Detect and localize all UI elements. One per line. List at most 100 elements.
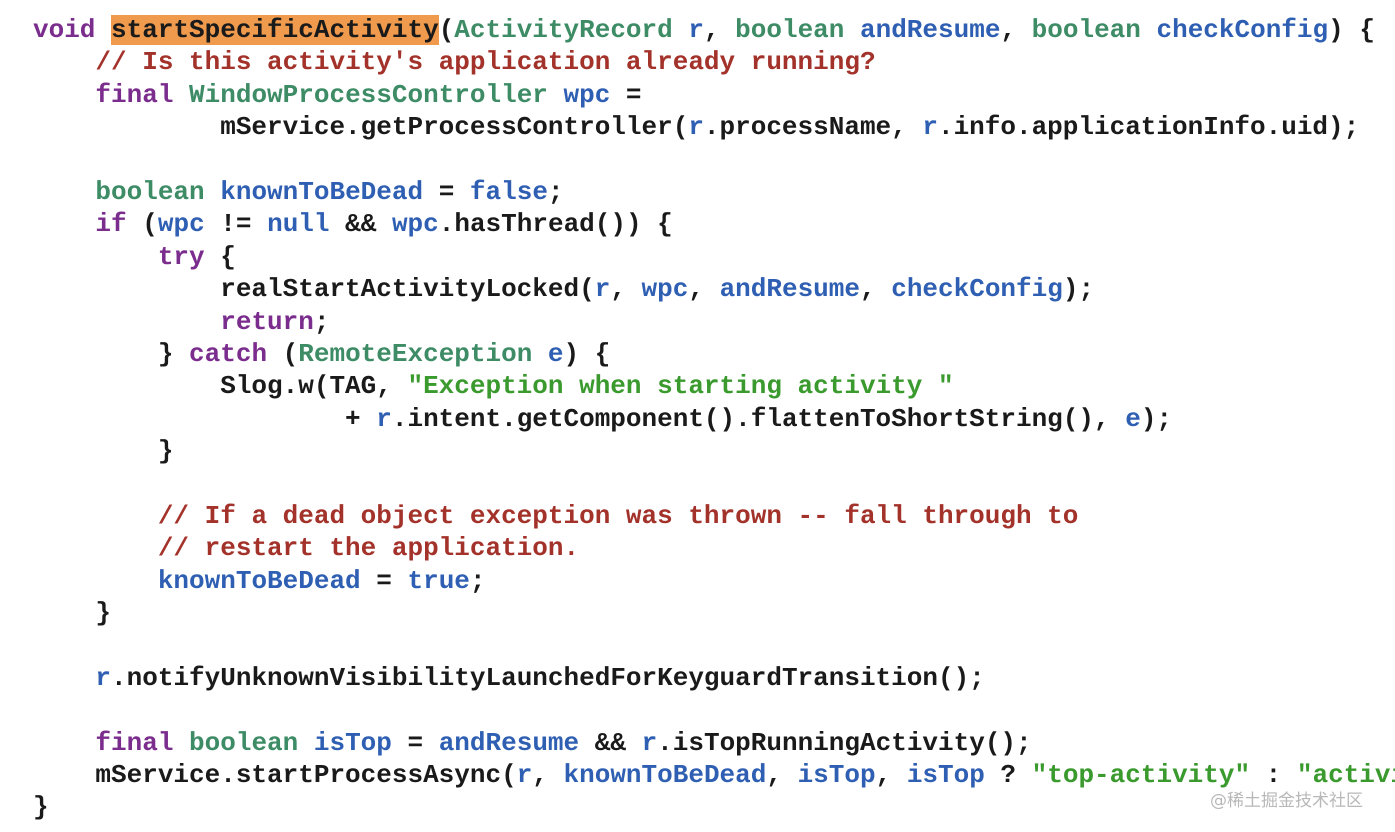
code-block: void startSpecificActivity(ActivityRecor… [33,14,1395,824]
identifier: r [95,662,112,693]
code-text: ); [1140,403,1173,434]
keyword: if [95,209,127,240]
comment: // If a dead object exception was thrown… [157,500,1079,531]
identifier: isTop [906,759,985,790]
code-text: .notifyUnknownVisibilityLaunchedForKeygu… [111,662,985,693]
identifier: r [688,15,704,45]
identifier: checkConfig [1156,15,1329,45]
code-text [33,307,220,337]
code-line: // If a dead object exception was thrown… [33,500,1395,532]
identifier: r [922,112,938,143]
code-line [33,629,1395,661]
code-text: Slog.w(TAG, [33,371,408,402]
code-text: , [610,274,642,305]
identifier: r [641,727,658,758]
identifier: true [407,565,470,596]
code-line: // Is this activity's application alread… [33,46,1395,78]
code-text: realStartActivityLocked( [33,274,595,305]
identifier: andResume [438,727,580,758]
type: boolean [1031,15,1141,45]
string-literal: "top-activity" [1031,759,1251,790]
code-text: } [33,792,49,823]
code-line: } [33,597,1395,629]
code-text: mService.getProcessController( [33,112,689,143]
code-text: = [360,565,408,596]
code-text [548,80,564,110]
identifier: wpc [391,209,439,240]
code-text: .isTopRunningActivity(); [657,727,1032,758]
code-text [173,80,189,110]
code-text [33,209,95,239]
code-text [844,15,860,45]
identifier: isTop [797,759,876,790]
identifier: r [688,112,704,143]
identifier: isTop [313,727,392,758]
code-line [33,694,1395,726]
code-text: ) { [563,338,611,369]
code-text: ( [438,15,455,45]
code-text [33,663,95,693]
code-text: , [688,274,720,305]
code-line: if (wpc != null && wpc.hasThread()) { [33,208,1395,240]
code-text: && [579,727,642,758]
comment: // restart the application. [157,533,580,564]
code-text: ( [267,338,299,369]
identifier: e [1125,403,1141,434]
code-text [205,177,221,207]
type: boolean [189,727,299,758]
code-line: final boolean isTop = andResume && r.isT… [33,727,1395,759]
code-text: , [860,274,892,305]
code-text [33,501,158,531]
keyword: void [33,15,96,45]
code-text: .hasThread()) { [438,209,673,240]
code-text: { [204,241,236,272]
code-line: knownToBeDead = true; [33,565,1395,597]
identifier: r [594,274,611,305]
identifier: wpc [563,79,611,110]
code-line: } [33,791,1395,823]
code-text: ( [126,209,158,240]
code-text [532,339,548,369]
type: RemoteException [298,338,533,369]
code-text [33,728,95,758]
code-line: void startSpecificActivity(ActivityRecor… [33,14,1395,46]
watermark: @稀土掘金技术社区 [1210,791,1363,811]
code-text [33,533,158,563]
identifier: wpc [641,274,689,305]
code-text: = [610,79,642,110]
keyword: final [95,79,174,110]
code-text: ) { [1328,15,1375,45]
code-text [1141,15,1157,45]
code-line: // restart the application. [33,532,1395,564]
code-text [673,15,689,45]
code-line: boolean knownToBeDead = false; [33,176,1395,208]
identifier: checkConfig [891,274,1063,305]
code-text: = [391,727,439,758]
code-text: = [423,176,470,207]
code-text [33,47,95,77]
identifier: andResume [719,274,860,305]
code-text [95,15,111,45]
identifier: false [469,176,548,207]
code-text [33,177,95,207]
code-text: .processName, [703,112,923,143]
keyword: try [157,241,205,272]
code-text [33,242,158,272]
code-line: final WindowProcessController wpc = [33,79,1395,111]
code-text: ; [547,176,564,207]
code-text: ); [1062,274,1095,305]
code-text [173,728,189,758]
code-line: realStartActivityLocked(r, wpc, andResum… [33,273,1395,305]
code-line: } [33,435,1395,467]
code-text: , [703,15,736,45]
keyword: catch [189,338,268,369]
code-text: != [204,209,268,240]
code-text: } [33,436,174,467]
code-line: r.notifyUnknownVisibilityLaunchedForKeyg… [33,662,1395,694]
code-text: : [1250,759,1297,790]
code-text: mService.startProcessAsync( [33,759,517,790]
identifier: wpc [157,209,205,240]
code-text: .info.applicationInfo.uid); [937,112,1360,143]
type: boolean [95,176,205,207]
code-line: mService.getProcessController(r.processN… [33,111,1395,143]
